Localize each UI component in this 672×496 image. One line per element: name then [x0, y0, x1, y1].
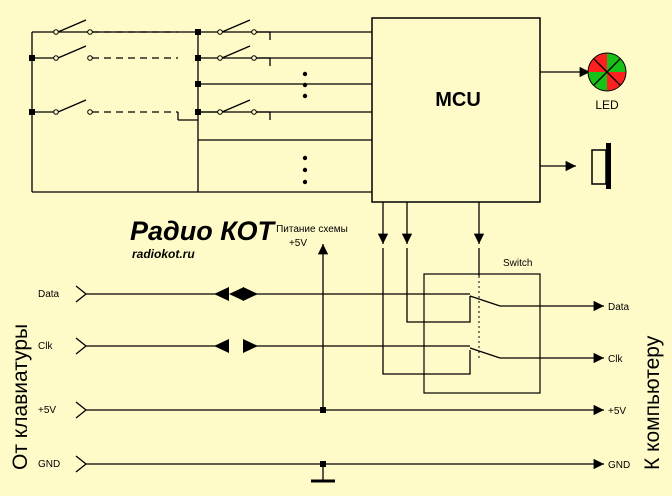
watermark-site: radiokot.ru	[132, 247, 195, 261]
signal-lines	[75, 285, 604, 473]
power-supply: Питание схемы +5V	[276, 224, 348, 483]
left-label-5v: +5V	[38, 405, 56, 416]
led-label: LED	[595, 98, 619, 112]
switch-label: Switch	[503, 258, 532, 269]
side-label-computer: К компьютеру	[641, 335, 664, 470]
mcu-label: MCU	[435, 89, 481, 111]
speaker-icon	[540, 143, 611, 189]
watermark-logo: Радио КОТ	[130, 216, 276, 246]
left-label-gnd: GND	[38, 459, 60, 470]
bidirectional-arrows	[214, 287, 258, 353]
right-label-gnd: GND	[608, 460, 630, 471]
mcu-control-lines	[377, 202, 485, 375]
power-label-line1: Питание схемы	[276, 224, 348, 235]
left-label-data: Data	[38, 289, 60, 300]
switch-block: Switch	[423, 258, 541, 394]
right-label-data: Data	[608, 302, 630, 313]
right-label-5v: +5V	[608, 406, 626, 417]
key-matrix	[29, 19, 372, 193]
power-label-line2: +5V	[289, 238, 307, 249]
watermark: Радио КОТ radiokot.ru	[130, 216, 276, 261]
led: LED	[540, 52, 627, 112]
mcu-block: MCU	[371, 17, 541, 203]
right-signal-labels: Data Clk +5V GND	[608, 302, 630, 471]
left-signal-labels: Data Clk +5V GND	[38, 289, 60, 470]
left-label-clk: Clk	[38, 341, 53, 352]
side-label-keyboard: От клавиатуры	[9, 324, 32, 470]
right-label-clk: Clk	[608, 354, 623, 365]
